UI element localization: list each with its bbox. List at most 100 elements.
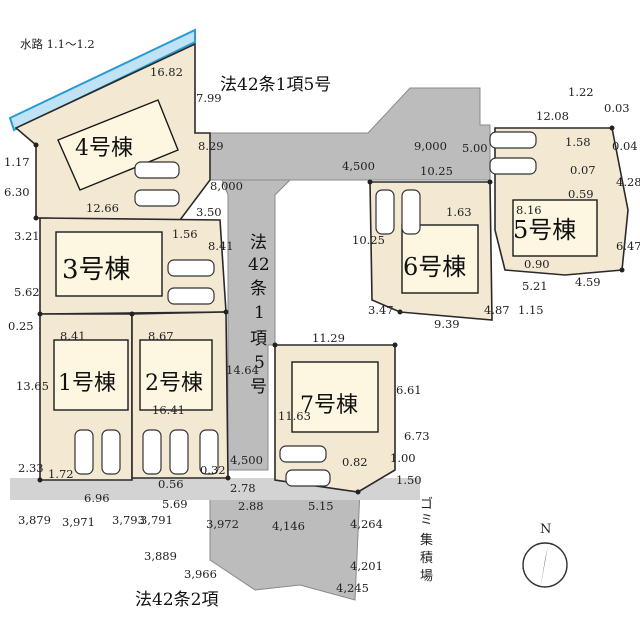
garbage-char: 積 (420, 551, 433, 566)
dim-label: 3,791 (140, 513, 173, 527)
dim-label: 0.32 (200, 463, 226, 477)
dim-label: 6.47 (616, 239, 640, 253)
car (142, 429, 162, 475)
dim-label: 1.17 (4, 155, 30, 169)
garbage-char: 集 (420, 532, 433, 548)
dim-label: 5.15 (308, 499, 334, 513)
car (169, 429, 189, 475)
dim-label: 6.96 (84, 491, 110, 505)
dim-label: 3.50 (196, 205, 222, 219)
dim-label: 5.21 (522, 279, 548, 293)
car (134, 161, 180, 179)
compass-circle (522, 542, 568, 588)
building-1-label: 1号棟 (58, 371, 116, 396)
dim-label: 8.41 (208, 239, 234, 253)
boundary-marker (37, 311, 43, 317)
dim-label: 3,966 (184, 567, 217, 581)
dim-label: 8,000 (210, 179, 243, 193)
dim-label: 1.56 (172, 227, 198, 241)
boundary-marker (609, 125, 615, 131)
dim-label: 4.59 (575, 275, 601, 289)
building-footprints (53, 99, 598, 433)
dim-label: 4.87 (484, 303, 510, 317)
road-label-center-char: 5 (254, 353, 265, 373)
car (489, 157, 537, 175)
dim-label: 11.29 (312, 331, 345, 345)
dim-label: 9,000 (414, 139, 447, 153)
dim-label: 5.00 (462, 141, 488, 155)
dim-label: 13.65 (16, 379, 49, 393)
garbage-char: ミ (420, 513, 433, 528)
car (199, 429, 219, 475)
car (167, 259, 215, 277)
boundary-marker (619, 267, 625, 273)
boundary-marker (129, 311, 135, 317)
garbage-char: 場 (420, 569, 433, 584)
road-center (221, 179, 292, 471)
boundary-marker (33, 215, 39, 221)
roads (10, 87, 491, 601)
road-label-center-char: 条 (250, 279, 267, 299)
dim-label: 16.41 (152, 403, 185, 417)
building-1 (53, 339, 129, 411)
boundary-marker (33, 142, 39, 148)
dim-label: 5.69 (162, 497, 188, 511)
dim-label: 9.39 (434, 317, 460, 331)
dim-label: 1.58 (565, 135, 591, 149)
building-4 (57, 99, 179, 191)
road-label-center-char: 1 (254, 303, 265, 323)
boundary-marker (487, 179, 493, 185)
dimensions: 16.82 7.99 8.29 1.17 6.30 12.66 3.50 8,0… (4, 65, 640, 595)
dim-label: 16.82 (150, 65, 183, 79)
boundary-marker (272, 342, 278, 348)
dim-label: 0.59 (568, 187, 594, 201)
parking-cars (74, 131, 537, 487)
car (401, 189, 421, 235)
building-6-label: 6号棟 (403, 253, 466, 281)
dim-label: 8.41 (60, 329, 86, 343)
dim-label: 3,972 (206, 517, 239, 531)
road-label-center-char: 項 (250, 329, 267, 349)
dim-label: 8.29 (198, 139, 224, 153)
dim-label: 1.15 (518, 303, 544, 317)
dim-label: 11.63 (278, 409, 311, 423)
dim-label: 7.99 (196, 91, 222, 105)
dim-label: 4,500 (230, 453, 263, 467)
waterway (8, 28, 196, 132)
boundary-marker (223, 309, 229, 315)
boundary-marker (355, 489, 361, 495)
garbage-collection-label: ゴ ミ 集 積 場 (420, 496, 433, 584)
dim-label: 1.00 (390, 451, 416, 465)
dim-label: 12.66 (86, 201, 119, 215)
dim-label: 2.33 (18, 461, 44, 475)
car (375, 189, 395, 235)
dim-label: 0.07 (570, 163, 596, 177)
building-5 (512, 199, 598, 257)
dim-label: 4,245 (336, 581, 369, 595)
north-compass: N (522, 522, 568, 590)
dim-label: 8.16 (516, 203, 542, 217)
dim-label: 0.04 (612, 139, 638, 153)
dim-label: 3.47 (368, 303, 394, 317)
building-2-label: 2号棟 (145, 371, 203, 396)
dim-label: 0.03 (604, 101, 630, 115)
garbage-char: ゴ (420, 496, 433, 512)
dim-label: 10.25 (352, 233, 385, 247)
dim-label: 4,500 (342, 159, 375, 173)
car (279, 445, 327, 463)
building-7 (291, 361, 379, 433)
dim-label: 3,879 (18, 513, 51, 527)
boundary-markers (33, 125, 625, 495)
dim-label: 10.25 (420, 164, 453, 178)
dim-label: 14.64 (226, 363, 259, 377)
road-label-center-char: 42 (248, 255, 270, 275)
dim-label: 3,793 (112, 513, 145, 527)
car (167, 287, 215, 305)
dim-label: 2.88 (238, 499, 264, 513)
dim-label: 4.28 (616, 175, 640, 189)
car (134, 189, 180, 207)
building-5-label: 5号棟 (513, 216, 576, 244)
dim-label: 3.21 (14, 229, 40, 243)
road-label-south: 法42条2項 (135, 590, 218, 610)
dim-label: 6.73 (404, 429, 430, 443)
